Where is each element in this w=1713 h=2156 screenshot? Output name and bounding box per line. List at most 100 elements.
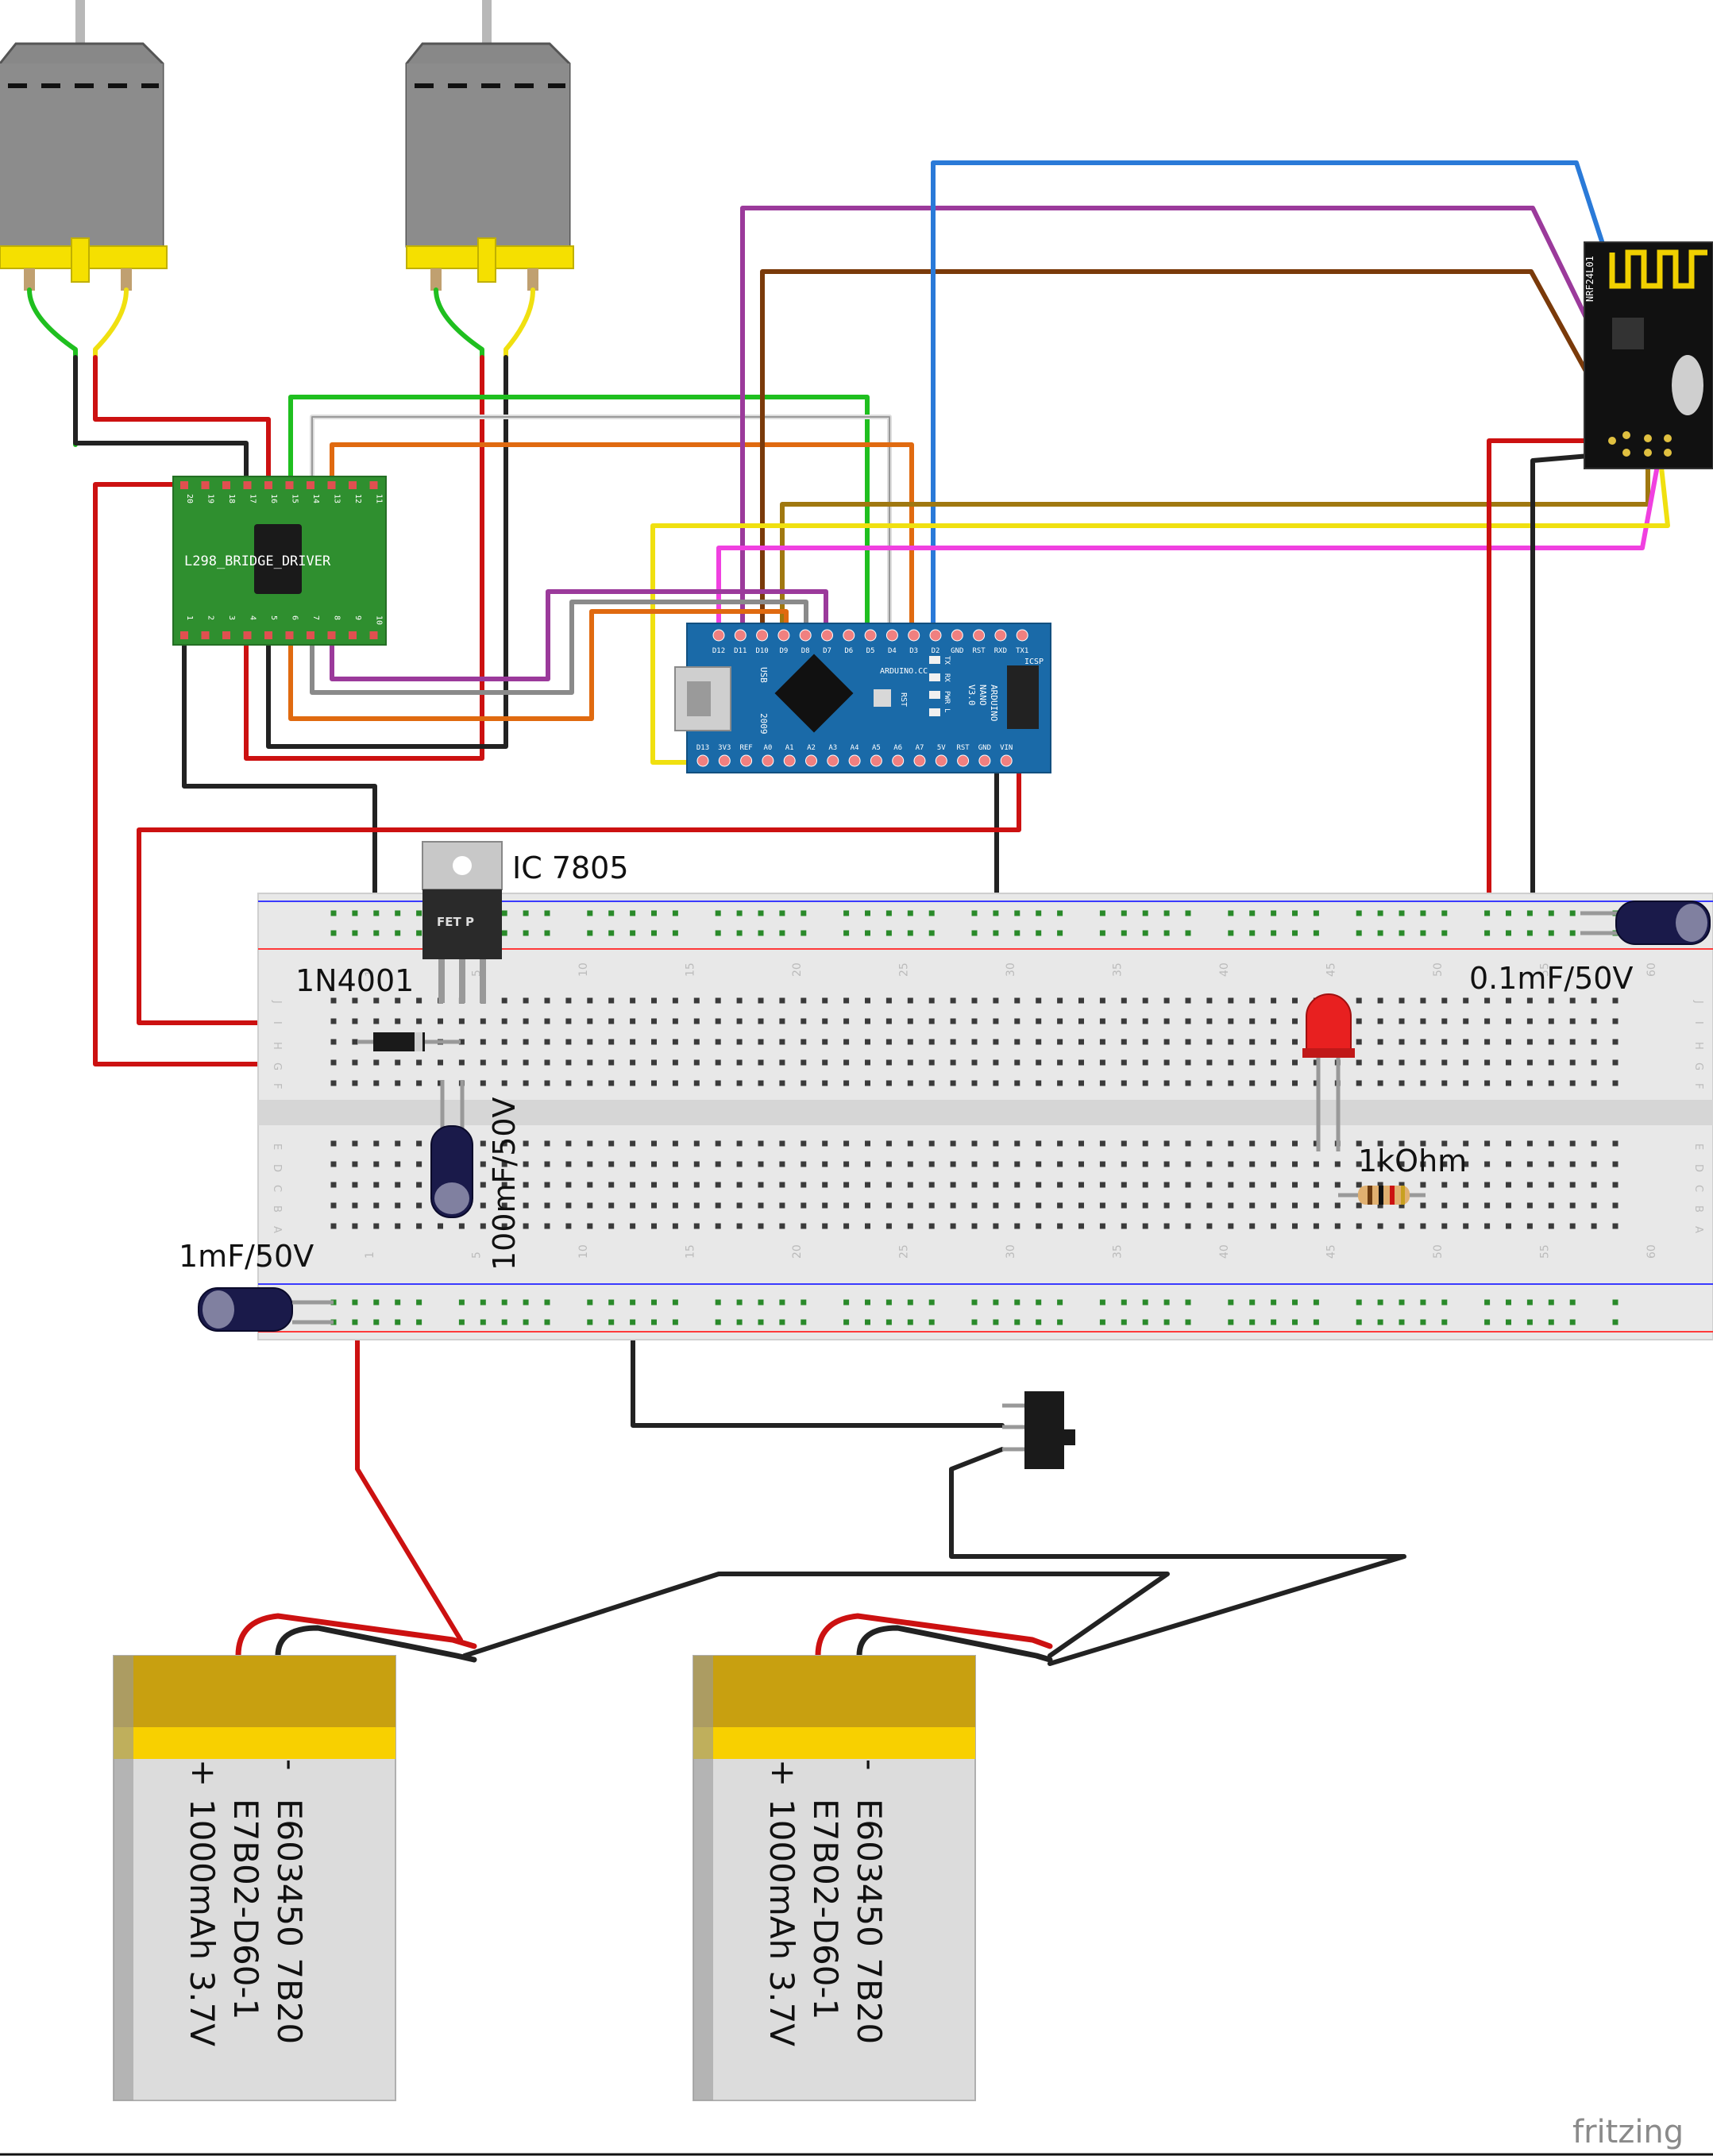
nano-board-version: V3.0 xyxy=(966,685,977,706)
nano-pin-label: VIN xyxy=(1000,744,1013,752)
bb-column-number: 55 xyxy=(1539,962,1552,977)
battery-left-minus: - xyxy=(272,1759,308,1770)
l298-pin-label: 6 xyxy=(291,615,299,620)
red-led xyxy=(1302,993,1355,1151)
nano-pin-label: A6 xyxy=(893,744,902,752)
nano-icsp-label: ICSP xyxy=(1024,658,1044,666)
l298-pin-label: 18 xyxy=(227,494,236,503)
bb-row-letter: D xyxy=(1692,1164,1704,1172)
l298-pin-label: 16 xyxy=(269,494,278,503)
nano-board-model: NANO xyxy=(978,685,988,706)
l298-pin-label: 20 xyxy=(185,494,194,503)
nano-pin-label: A7 xyxy=(916,744,924,752)
nano-pin xyxy=(870,754,882,767)
bb-row-letter: H xyxy=(1692,1042,1704,1050)
l298-pin xyxy=(222,481,230,489)
bb-row-letter: C xyxy=(271,1185,283,1192)
bb-row-letter: H xyxy=(271,1042,283,1050)
battery-left: - E603450 7B20 E7B02-D60-1 + 1000mAh 3.7… xyxy=(113,1655,396,2101)
nano-usb-label: USB xyxy=(758,667,769,683)
l298-pin-label: 19 xyxy=(206,494,215,503)
battery-right-minus: - xyxy=(851,1759,888,1770)
nano-pin xyxy=(740,754,753,767)
bb-row-letter: C xyxy=(1692,1185,1704,1192)
battery-left-line2: E7B02-D60-1 xyxy=(226,1799,265,2019)
nano-led-label: TX xyxy=(943,656,951,665)
bb-row-letter: E xyxy=(1692,1144,1704,1150)
nano-pin xyxy=(821,629,833,642)
battery-left-line3: 1000mAh 3.7V xyxy=(183,1799,222,2046)
nano-pin-label: D8 xyxy=(801,647,810,655)
nano-pin-label: A3 xyxy=(828,744,837,752)
l298-pin xyxy=(201,481,210,489)
l298-pin xyxy=(307,481,314,489)
nano-pin-label: D11 xyxy=(734,647,747,655)
l298-pin xyxy=(180,631,188,639)
bb-column-number: 5 xyxy=(471,970,484,977)
bb-column-number: 55 xyxy=(1539,1244,1552,1259)
battery-left-plus: + xyxy=(184,1759,223,1787)
nano-pin-label: RST xyxy=(972,647,986,655)
bb-column-number: 40 xyxy=(1218,1244,1231,1259)
l298-pin-label: 17 xyxy=(249,494,257,503)
nano-pin-label: D9 xyxy=(779,647,788,655)
l298-pin-label: 5 xyxy=(269,615,278,620)
bb-row-letter: A xyxy=(1692,1226,1704,1233)
bb-column-number: 25 xyxy=(898,962,911,977)
nano-pin xyxy=(712,629,725,642)
nano-pin-label: D12 xyxy=(712,647,725,655)
battery-right-plus: + xyxy=(764,1759,803,1787)
battery-left-line1: E603450 7B20 xyxy=(270,1799,309,2044)
nano-pin-label: 3V3 xyxy=(718,744,731,752)
nano-board-title: ARDUINO xyxy=(989,685,999,721)
nano-pin xyxy=(1016,629,1028,642)
l298-pin xyxy=(349,481,357,489)
nano-pin-label: A2 xyxy=(807,744,816,752)
fritzing-watermark: fritzing xyxy=(1572,2114,1684,2150)
nano-pin xyxy=(978,754,991,767)
l298-pin xyxy=(180,481,188,489)
bb-column-number: 40 xyxy=(1218,962,1231,977)
dc-motor-left xyxy=(0,0,168,291)
bb-column-number: 20 xyxy=(791,962,804,977)
l298-pin-label: 8 xyxy=(333,615,341,620)
bb-column-number: 25 xyxy=(898,1244,911,1259)
nano-pin xyxy=(827,754,839,767)
bb-row-letter: I xyxy=(1692,1021,1704,1024)
bb-row-letter: J xyxy=(1692,1000,1704,1004)
capacitor-1mf: 1mF/50V xyxy=(179,1239,334,1332)
nano-pin-label: A5 xyxy=(872,744,881,752)
l298-pin xyxy=(243,481,252,489)
capacitor-0-1mf: 0.1mF/50V xyxy=(1469,901,1711,996)
nano-led-label: RX xyxy=(943,673,951,682)
nano-pin-label: D2 xyxy=(932,647,940,655)
diode-label: 1N4001 xyxy=(295,963,414,998)
nano-led xyxy=(929,691,940,699)
nano-pin-label: D6 xyxy=(844,647,853,655)
nano-pin-label: A4 xyxy=(851,744,859,752)
nano-pin-label: GND xyxy=(978,744,991,752)
battery-right-line1: E603450 7B20 xyxy=(850,1799,889,2044)
nano-led xyxy=(929,673,940,681)
l298-pin xyxy=(307,631,314,639)
battery-right: - E603450 7B20 E7B02-D60-1 + 1000mAh 3.7… xyxy=(693,1655,976,2101)
cap-100-label: 100mF/50V xyxy=(487,1097,522,1271)
l298-pin xyxy=(264,631,272,639)
regulator-body-label: FET P xyxy=(437,915,474,929)
l298-pin-label: 2 xyxy=(206,615,215,620)
l298-pin-label: 9 xyxy=(353,615,362,620)
bb-column-number: 15 xyxy=(685,1244,697,1259)
battery-right-line3: 1000mAh 3.7V xyxy=(762,1799,801,2046)
nano-pin xyxy=(756,629,769,642)
nano-pin-label: D7 xyxy=(823,647,831,655)
l298-pin xyxy=(369,631,378,639)
nano-pin xyxy=(864,629,877,642)
nano-pin xyxy=(718,754,731,767)
l298-pin xyxy=(327,481,336,489)
l298-pin-label: 12 xyxy=(353,494,362,503)
bb-column-number: 30 xyxy=(1005,962,1017,977)
nano-pin-label: A0 xyxy=(763,744,772,752)
nano-rst-label: RST xyxy=(899,692,908,707)
